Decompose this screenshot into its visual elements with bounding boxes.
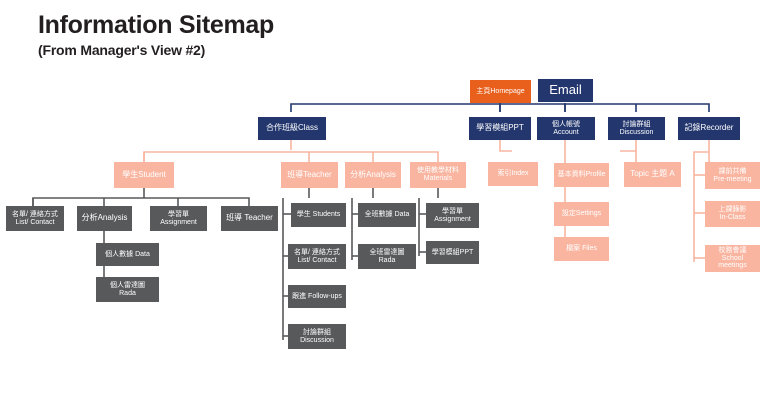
node-account[interactable]: 個人帳號 Account	[537, 117, 595, 140]
node-files[interactable]: 檔案 Files	[554, 237, 609, 261]
node-student-list[interactable]: 名單/ 連絡方式 List/ Contact	[6, 206, 64, 231]
node-materials[interactable]: 使用教學材料 Materials	[410, 162, 466, 188]
node-student-teacher[interactable]: 班導 Teacher	[221, 206, 278, 231]
node-student-assignment[interactable]: 學習單 Assignment	[150, 206, 207, 231]
node-settings[interactable]: 設定Settings	[554, 202, 609, 226]
node-school-meetings[interactable]: 校務會議 School meetings	[705, 245, 760, 272]
node-recorder[interactable]: 記錄Recorder	[678, 117, 740, 140]
node-discussion[interactable]: 討論群組 Discussion	[608, 117, 665, 140]
node-class-rada[interactable]: 全班雷達圖 Rada	[358, 244, 416, 269]
node-ppt-module[interactable]: 學習模組PPT	[469, 117, 531, 140]
node-pre-meeting[interactable]: 課前共備 Pre-meeting	[705, 162, 760, 189]
node-student-analysis[interactable]: 分析Analysis	[77, 206, 132, 231]
node-email[interactable]: Email	[538, 79, 593, 102]
node-in-class[interactable]: 上課錄影 In-Class	[705, 201, 760, 227]
node-analysis[interactable]: 分析Analysis	[345, 162, 401, 188]
node-materials-assignment[interactable]: 學習單 Assignment	[426, 203, 479, 228]
node-student[interactable]: 學生Student	[114, 162, 174, 188]
node-class[interactable]: 合作班級Class	[258, 117, 326, 140]
node-teacher-students[interactable]: 學生 Students	[291, 203, 346, 227]
page-subtitle: (From Manager's View #2)	[38, 42, 206, 58]
node-index[interactable]: 索引Index	[488, 162, 538, 186]
page-title: Information Sitemap	[38, 11, 274, 39]
node-teacher-discussion[interactable]: 討論群組 Discussion	[288, 324, 346, 349]
node-homepage[interactable]: 主頁Homepage	[470, 80, 531, 103]
node-teacher-followups[interactable]: 跟進 Follow-ups	[288, 285, 346, 308]
node-teacher[interactable]: 班導Teacher	[281, 162, 338, 188]
node-topic-a[interactable]: Topic 主題 A	[624, 162, 681, 187]
node-teacher-list[interactable]: 名單/ 連絡方式 List/ Contact	[288, 244, 346, 269]
node-materials-ppt[interactable]: 學習模組PPT	[426, 241, 479, 264]
node-personal-rada[interactable]: 個人雷達圖 Rada	[96, 277, 159, 302]
node-profile[interactable]: 基本資料Profile	[554, 163, 609, 187]
node-class-data[interactable]: 全班數據 Data	[358, 203, 416, 227]
node-personal-data[interactable]: 個人數據 Data	[96, 243, 159, 266]
